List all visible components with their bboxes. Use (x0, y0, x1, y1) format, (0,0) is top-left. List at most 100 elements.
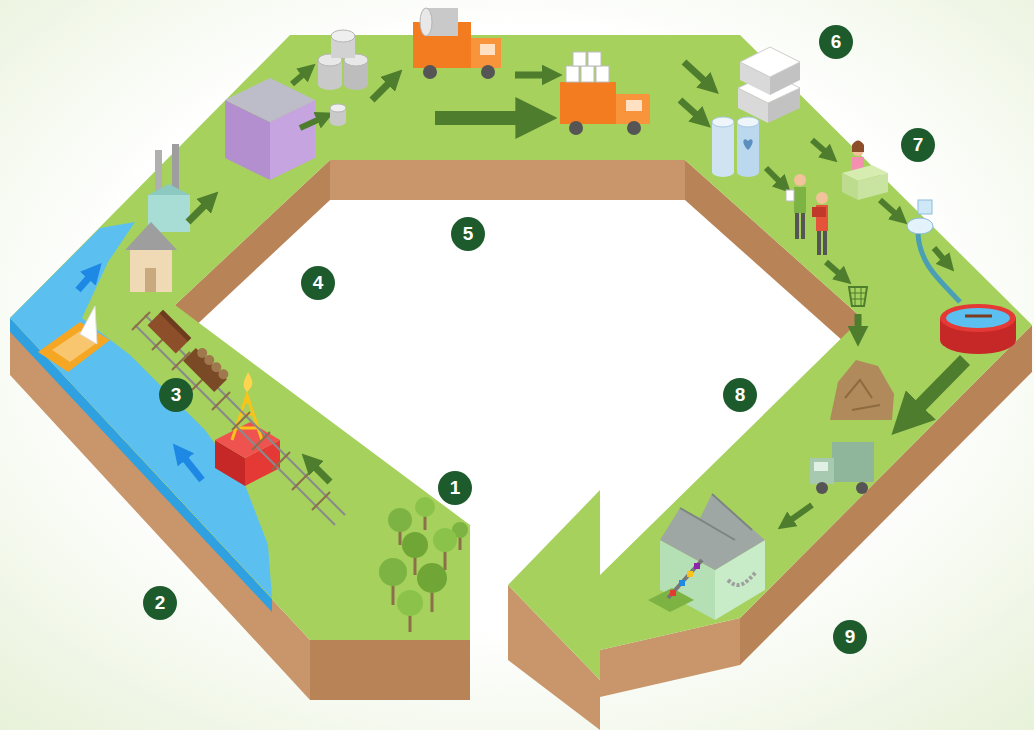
factory-roof (148, 184, 190, 195)
flow-arrow (372, 80, 392, 100)
tissue-roll (737, 122, 759, 172)
truck-cab (616, 94, 650, 124)
tissue-roll (581, 66, 594, 82)
paper-roll (318, 78, 342, 90)
paper-mill-roof (225, 78, 315, 122)
callout-text: 3 (171, 385, 182, 406)
ground-top (10, 35, 1032, 680)
flow-arrow (880, 200, 898, 216)
rail (135, 325, 335, 525)
heart-print (743, 139, 752, 150)
callout-text: 4 (313, 273, 324, 294)
flow-arrow (684, 62, 708, 84)
tank-stirrer (965, 315, 992, 318)
reader (786, 174, 806, 239)
paper-roll (344, 78, 368, 90)
spacer (345, 482, 355, 492)
ground-face (310, 640, 470, 700)
flow-arrow (766, 168, 782, 184)
paper-roll (331, 30, 355, 42)
callout-text: 8 (735, 385, 746, 406)
tissue-roll (712, 122, 734, 172)
recyclable (694, 563, 700, 569)
person-hair (852, 141, 864, 153)
river (10, 222, 272, 598)
callout-text: 5 (463, 224, 474, 245)
house-door (145, 268, 156, 292)
tissue-roll (712, 167, 734, 177)
writer-at-desk (842, 141, 888, 201)
waste-basket (851, 287, 865, 306)
tree (379, 558, 407, 586)
wheel (816, 482, 828, 494)
wheel (481, 65, 495, 79)
log-wagon (183, 344, 231, 392)
callout-number: 8 (723, 378, 757, 412)
train-car (147, 310, 191, 354)
flow-arrow (912, 360, 965, 414)
flow-arrow (300, 118, 322, 128)
paper-roll (330, 118, 346, 126)
tree (402, 532, 428, 558)
paper-roll (330, 104, 346, 112)
paper-roll (420, 8, 432, 36)
desk (858, 173, 888, 200)
paper-rolls (318, 30, 368, 126)
callout-number: 1 (438, 471, 472, 505)
callout-number: 4 (301, 266, 335, 300)
flow-arrow (788, 505, 812, 522)
person-head (816, 192, 828, 204)
callout-number: 9 (833, 620, 867, 654)
river-face (10, 318, 272, 612)
recyclable (679, 580, 685, 586)
person-leg (817, 231, 821, 255)
wheel (627, 121, 641, 135)
callout-text: 7 (913, 135, 924, 156)
callout-number: 6 (819, 25, 853, 59)
tissue-roll (737, 167, 759, 177)
flow-arrow (515, 72, 548, 79)
person-leg (801, 213, 805, 239)
flow-arrow (188, 202, 208, 222)
callout-text: 9 (845, 627, 856, 648)
flow-arrow (826, 262, 842, 276)
flow-arrow (812, 140, 828, 154)
callout-text: 6 (831, 32, 842, 53)
person-leg (823, 231, 827, 255)
person-head (794, 174, 806, 186)
roof-ridge (680, 494, 752, 540)
truck-window (814, 462, 828, 471)
flow-arrow (435, 111, 528, 125)
tissue-roll (596, 66, 609, 82)
forest (379, 497, 468, 632)
waste-basket (849, 287, 867, 306)
tissue-roll (737, 117, 759, 127)
wheel (423, 65, 437, 79)
tissue-roll (573, 52, 586, 66)
truck-window (626, 100, 642, 111)
conveyor (668, 560, 702, 598)
callout-text: 1 (450, 478, 461, 499)
flow-arrow (855, 314, 862, 332)
desk (842, 173, 858, 200)
callout-number: 3 (159, 378, 193, 412)
sorting-bin (648, 588, 694, 612)
callout-number: 2 (143, 586, 177, 620)
truck-window (480, 44, 495, 55)
recycling-plant-roof (660, 494, 765, 570)
house (130, 250, 172, 292)
ship-hull (38, 322, 110, 372)
flow-arrow (934, 248, 946, 262)
tree (388, 508, 412, 532)
garbage-truck (832, 442, 874, 482)
waste-pile (830, 360, 894, 420)
tree (415, 497, 435, 517)
callout-number: 7 (901, 128, 935, 162)
person-body (794, 187, 806, 213)
toilet-bowl (907, 218, 933, 234)
callout-number: 5 (451, 217, 485, 251)
waste-pile (845, 380, 880, 410)
house-roof (125, 222, 177, 250)
